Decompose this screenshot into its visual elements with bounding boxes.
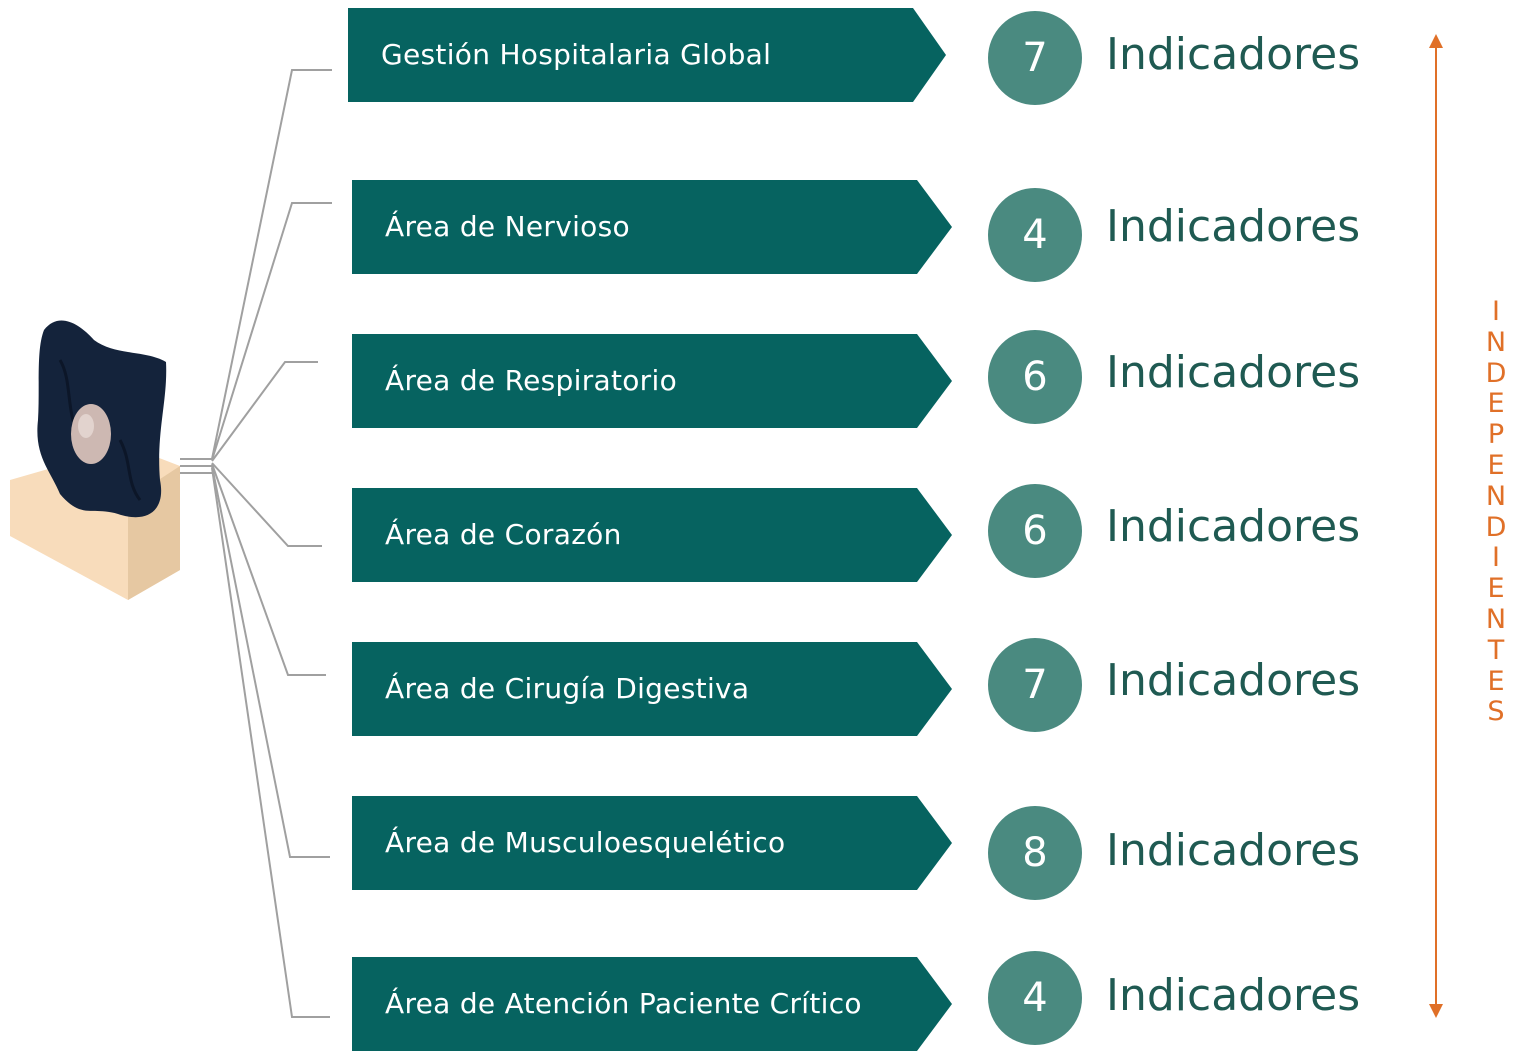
- area-arrow: Área de Nervioso: [352, 180, 952, 274]
- area-label: Área de Respiratorio: [385, 364, 678, 397]
- indicator-unit: Indicadores: [1106, 970, 1361, 1021]
- indicator-count-badge: 6: [988, 330, 1082, 424]
- connector-5: [211, 463, 326, 676]
- indicator-unit: Indicadores: [1106, 29, 1361, 80]
- indicator-count-badge: 4: [988, 188, 1082, 282]
- area-label: Área de Nervioso: [385, 210, 630, 243]
- indicator-unit: Indicadores: [1106, 347, 1361, 398]
- area-label: Área de Corazón: [385, 518, 622, 551]
- indicator-count-badge: 7: [988, 11, 1082, 105]
- indicator-row: Área de Nervioso 4 Indicadores: [0, 180, 1400, 282]
- independientes-letter: D: [1485, 511, 1507, 543]
- connector-6: [211, 465, 330, 858]
- independientes-letter: N: [1485, 480, 1507, 512]
- area-label: Área de Atención Paciente Crítico: [385, 987, 862, 1020]
- area-label: Área de Musculoesquelético: [385, 826, 786, 859]
- indicator-unit: Indicadores: [1106, 655, 1361, 706]
- indicator-row: Gestión Hospitalaria Global 7 Indicadore…: [0, 8, 1400, 105]
- indicator-count-badge: 7: [988, 638, 1082, 732]
- connector-7: [211, 467, 330, 1018]
- connector-lines: [180, 69, 332, 1018]
- area-arrow: Área de Corazón: [352, 488, 952, 582]
- connector-2: [211, 202, 332, 461]
- independientes-letter: N: [1485, 603, 1507, 635]
- cell-specimen-icon: [10, 320, 180, 600]
- independientes-label: I N D E P E N D I E N T E S: [1476, 296, 1516, 728]
- connector-1: [211, 69, 332, 460]
- connector-4: [211, 462, 322, 547]
- independientes-letter: N: [1485, 326, 1507, 358]
- independientes-letter: E: [1487, 388, 1505, 420]
- area-arrow: Área de Atención Paciente Crítico: [352, 957, 952, 1051]
- independientes-letter: T: [1487, 634, 1505, 666]
- independientes-letter: I: [1492, 542, 1500, 574]
- indicator-unit: Indicadores: [1106, 501, 1361, 552]
- indicator-unit: Indicadores: [1106, 825, 1361, 876]
- independientes-letter: P: [1487, 419, 1505, 451]
- connector-3: [211, 361, 318, 462]
- indicator-count-badge: 8: [988, 806, 1082, 900]
- indicator-unit: Indicadores: [1106, 201, 1361, 252]
- independientes-letter: S: [1487, 696, 1505, 728]
- indicator-count-badge: 4: [988, 951, 1082, 1045]
- indicator-row: Área de Corazón 6 Indicadores: [0, 484, 1400, 582]
- area-arrow: Área de Cirugía Digestiva: [352, 642, 952, 736]
- indicator-row: Área de Respiratorio 6 Indicadores: [0, 330, 1400, 428]
- indicator-count-badge: 6: [988, 484, 1082, 578]
- area-arrow: Área de Respiratorio: [352, 334, 952, 428]
- area-arrow: Gestión Hospitalaria Global: [348, 8, 946, 102]
- area-label: Área de Cirugía Digestiva: [385, 672, 750, 705]
- independientes-letter: D: [1485, 357, 1507, 389]
- indicator-row: Área de Atención Paciente Crítico 4 Indi…: [0, 951, 1400, 1051]
- area-label: Gestión Hospitalaria Global: [381, 38, 772, 71]
- indicator-row: Área de Musculoesquelético 8 Indicadores: [0, 796, 1400, 900]
- independientes-letter: E: [1487, 449, 1505, 481]
- double-headed-arrow-icon: [1429, 34, 1443, 1018]
- independientes-letter: E: [1487, 573, 1505, 605]
- area-arrow: Área de Musculoesquelético: [352, 796, 952, 890]
- independientes-letter: I: [1492, 296, 1500, 327]
- indicator-row: Área de Cirugía Digestiva 7 Indicadores: [0, 638, 1400, 736]
- independientes-letter: E: [1487, 665, 1505, 697]
